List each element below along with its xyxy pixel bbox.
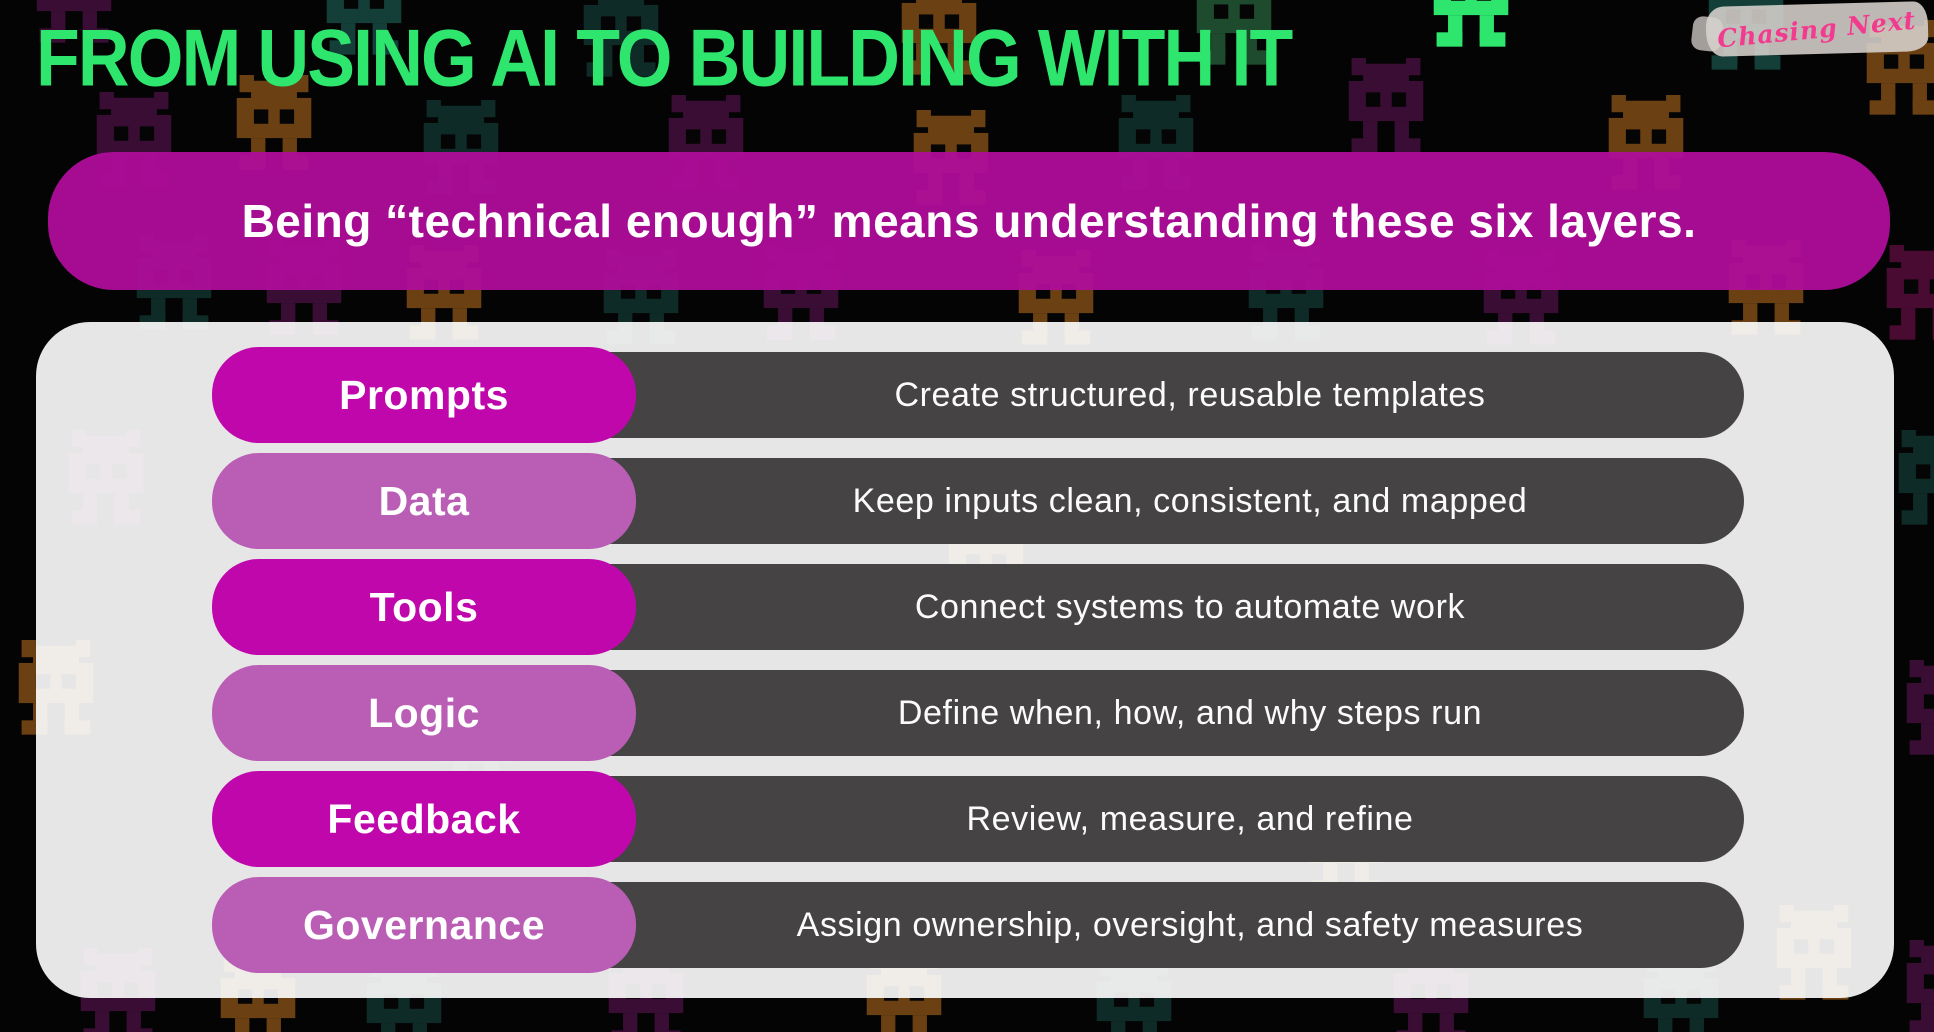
layer-description: Review, measure, and refine bbox=[966, 799, 1414, 838]
layer-description: Define when, how, and why steps run bbox=[897, 693, 1483, 732]
pixel-robot-icon bbox=[1425, 0, 1517, 61]
brand-logo-text: Chasing Next bbox=[1716, 5, 1918, 53]
layer-pill: Logic bbox=[212, 665, 636, 761]
layer-label: Feedback bbox=[327, 795, 521, 842]
layer-description: Connect systems to automate work bbox=[914, 587, 1466, 626]
layer-label: Logic bbox=[368, 689, 480, 736]
layer-pill: Tools bbox=[212, 559, 636, 655]
pixel-robot-icon bbox=[1878, 245, 1934, 354]
pixel-robot-icon bbox=[318, 0, 410, 69]
brand-logo: Chasing Next bbox=[1705, 1, 1929, 57]
layer-pill: Prompts bbox=[212, 347, 636, 443]
layer-pill: Data bbox=[212, 453, 636, 549]
subtitle-banner: Being “technical enough” means understan… bbox=[48, 152, 1890, 290]
layer-label: Data bbox=[378, 477, 470, 524]
slide-title: FROM USING AI TO BUILDING WITH IT bbox=[36, 13, 1293, 104]
layer-row-prompts: Create structured, reusable templates Pro… bbox=[36, 347, 1894, 443]
layer-description: Keep inputs clean, consistent, and mappe… bbox=[852, 481, 1528, 520]
pixel-robot-icon bbox=[1890, 430, 1934, 539]
layer-row-logic: Define when, how, and why steps run Logic bbox=[36, 665, 1894, 761]
layer-pill: Feedback bbox=[212, 771, 636, 867]
layer-pill: Governance bbox=[212, 877, 636, 973]
pixel-robot-icon bbox=[1188, 0, 1280, 79]
layer-label: Governance bbox=[303, 901, 545, 948]
pixel-robot-icon bbox=[28, 0, 120, 57]
layer-row-feedback: Review, measure, and refine Feedback bbox=[36, 771, 1894, 867]
layers-panel: Create structured, reusable templates Pro… bbox=[36, 322, 1894, 998]
layer-row-tools: Connect systems to automate work Tools bbox=[36, 559, 1894, 655]
layer-row-governance: Assign ownership, oversight, and safety … bbox=[36, 877, 1894, 973]
subtitle-text: Being “technical enough” means understan… bbox=[241, 195, 1697, 247]
layer-description: Create structured, reusable templates bbox=[894, 375, 1486, 414]
pixel-robot-icon bbox=[575, 0, 667, 91]
pixel-robot-icon bbox=[1898, 940, 1934, 1032]
layer-label: Tools bbox=[369, 583, 479, 630]
layer-row-data: Keep inputs clean, consistent, and mappe… bbox=[36, 453, 1894, 549]
pixel-robot-icon bbox=[1898, 660, 1934, 769]
layer-label: Prompts bbox=[339, 371, 509, 418]
pixel-robot-icon bbox=[893, 0, 985, 89]
layer-description: Assign ownership, oversight, and safety … bbox=[796, 905, 1584, 944]
pixel-robot-icon bbox=[1340, 58, 1432, 167]
layers-list: Create structured, reusable templates Pro… bbox=[36, 347, 1894, 973]
